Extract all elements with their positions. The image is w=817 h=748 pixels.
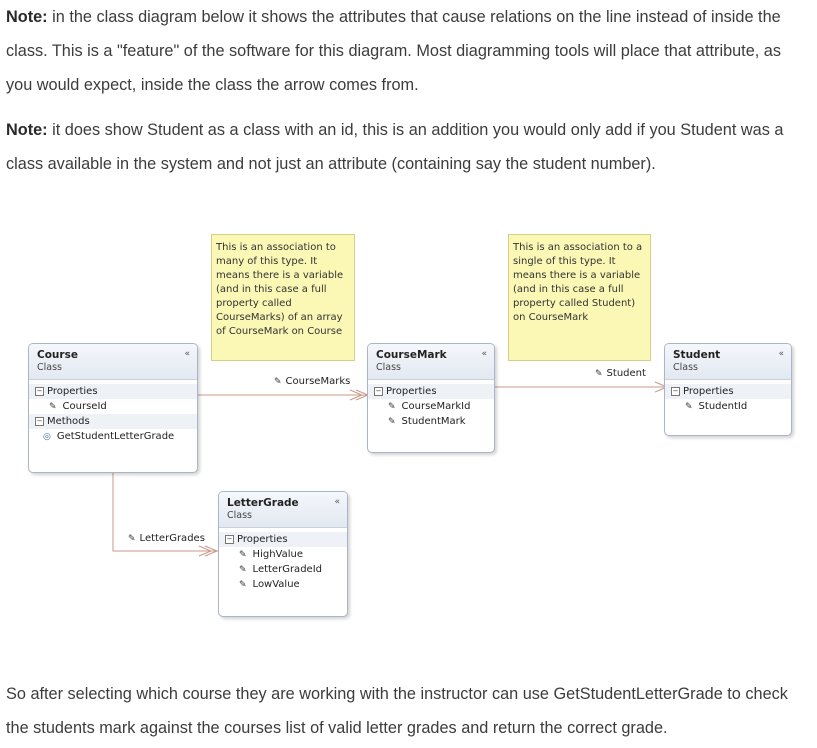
property-item[interactable]: ✎ StudentId <box>665 399 791 414</box>
wrench-icon: ✎ <box>274 376 282 387</box>
minus-icon[interactable]: − <box>35 417 44 426</box>
methods-section[interactable]: − Methods <box>29 414 197 429</box>
wrench-icon: ✎ <box>595 368 603 379</box>
property-item[interactable]: ✎ LowValue <box>219 577 347 592</box>
class-stereotype: Class <box>37 362 62 373</box>
class-name: Course <box>37 349 78 361</box>
wrench-icon: ✎ <box>239 549 247 560</box>
note-text-2: it does show Student as a class with an … <box>6 121 784 173</box>
note-single-association: This is an association to a single of th… <box>508 234 651 361</box>
collapse-icon[interactable]: « <box>778 349 784 359</box>
wrench-icon: ✎ <box>49 401 57 412</box>
collapse-icon[interactable]: « <box>334 497 340 507</box>
intro-paragraph-1: Note: in the class diagram below it show… <box>6 0 806 102</box>
note-label-1: Note: <box>6 8 48 26</box>
property-name: LowValue <box>252 579 300 590</box>
class-header: LetterGrade Class « <box>219 492 347 528</box>
class-stereotype: Class <box>673 362 698 373</box>
property-item[interactable]: ✎ HighValue <box>219 547 347 562</box>
closing-paragraph: So after selecting which course they are… <box>6 677 806 745</box>
class-name: CourseMark <box>376 349 447 361</box>
method-name: GetStudentLetterGrade <box>56 431 175 442</box>
collapse-icon[interactable]: « <box>184 349 190 359</box>
properties-section[interactable]: − Properties <box>665 384 791 399</box>
note-label-2: Note: <box>6 121 48 139</box>
association-name: LetterGrades <box>139 533 205 544</box>
properties-label: Properties <box>386 386 437 397</box>
property-name: StudentMark <box>401 416 466 427</box>
minus-icon[interactable]: − <box>671 387 680 396</box>
property-item[interactable]: ✎ LetterGradeId <box>219 562 347 577</box>
wrench-icon: ✎ <box>388 416 396 427</box>
wrench-icon: ✎ <box>388 401 396 412</box>
class-name: Student <box>673 349 721 361</box>
method-item[interactable]: ◎ GetStudentLetterGrade <box>29 429 197 444</box>
property-item[interactable]: ✎ CourseId <box>29 399 197 414</box>
property-name: HighValue <box>252 549 303 560</box>
wrench-icon: ✎ <box>239 579 247 590</box>
property-item[interactable]: ✎ CourseMarkId <box>368 399 494 414</box>
class-stereotype: Class <box>227 510 252 521</box>
class-header: Student Class « <box>665 344 791 380</box>
class-name: LetterGrade <box>227 497 299 509</box>
minus-icon[interactable]: − <box>35 387 44 396</box>
class-student[interactable]: Student Class « − Properties ✎ StudentId <box>664 343 792 436</box>
wrench-icon: ✎ <box>239 564 247 575</box>
lettergrades-line <box>112 473 218 552</box>
methods-label: Methods <box>47 416 90 427</box>
note-many-text: This is an association to many of this t… <box>216 242 344 337</box>
property-name: CourseId <box>62 401 107 412</box>
property-name: LetterGradeId <box>252 564 322 575</box>
class-stereotype: Class <box>376 362 401 373</box>
association-name: Student <box>606 368 646 379</box>
class-header: CourseMark Class « <box>368 344 494 380</box>
association-label-lettergrades[interactable]: ✎ LetterGrades <box>128 533 205 544</box>
properties-label: Properties <box>683 386 734 397</box>
method-icon: ◎ <box>43 431 51 442</box>
association-label-student[interactable]: ✎ Student <box>595 368 646 379</box>
properties-label: Properties <box>237 534 288 545</box>
properties-section[interactable]: − Properties <box>29 384 197 399</box>
closing-text: So after selecting which course they are… <box>6 685 788 737</box>
note-many-association: This is an association to many of this t… <box>211 234 355 361</box>
association-name: CourseMarks <box>285 376 351 387</box>
minus-icon[interactable]: − <box>225 535 234 544</box>
note-single-text: This is an association to a single of th… <box>513 242 643 323</box>
association-label-coursemarks[interactable]: ✎ CourseMarks <box>274 376 350 387</box>
class-coursemark[interactable]: CourseMark Class « − Properties ✎ Course… <box>367 343 495 453</box>
property-item[interactable]: ✎ StudentMark <box>368 414 494 429</box>
property-name: CourseMarkId <box>401 401 471 412</box>
wrench-icon: ✎ <box>685 401 693 412</box>
properties-section[interactable]: − Properties <box>368 384 494 399</box>
property-name: StudentId <box>698 401 748 412</box>
intro-paragraph-2: Note: it does show Student as a class wi… <box>6 113 806 181</box>
class-header: Course Class « <box>29 344 197 380</box>
note-text-1: in the class diagram below it shows the … <box>6 8 782 94</box>
properties-section[interactable]: − Properties <box>219 532 347 547</box>
class-course[interactable]: Course Class « − Properties ✎ CourseId −… <box>28 343 198 473</box>
properties-label: Properties <box>47 386 98 397</box>
collapse-icon[interactable]: « <box>481 349 487 359</box>
minus-icon[interactable]: − <box>374 387 383 396</box>
class-lettergrade[interactable]: LetterGrade Class « − Properties ✎ HighV… <box>218 491 348 617</box>
wrench-icon: ✎ <box>128 533 136 544</box>
